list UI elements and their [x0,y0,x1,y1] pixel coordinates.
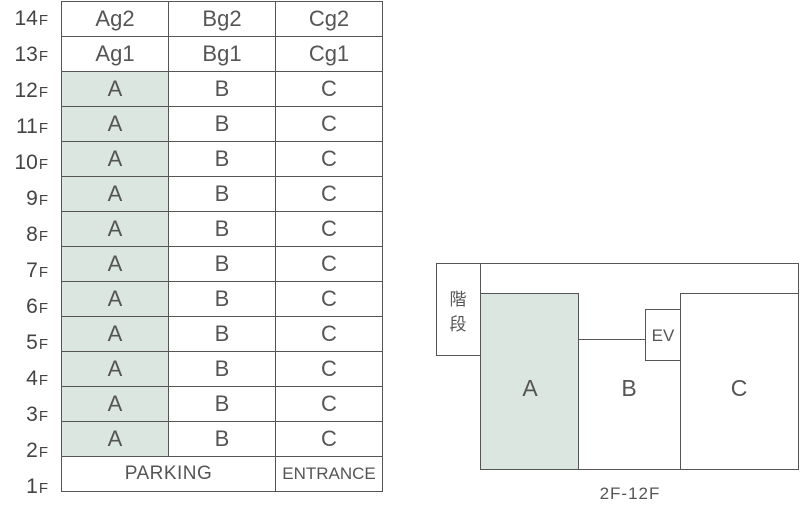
floor-number: 7 [26,259,38,282]
floor-number: 8 [26,223,38,246]
floor-label-7: 7F [0,253,48,291]
floor-suffix: F [38,120,48,137]
unit-cell-c: C [275,316,383,352]
parking-cell: PARKING [61,456,276,492]
unit-cell-c: C [275,421,383,457]
unit-cell-c: C [275,211,383,247]
floor-suffix: F [38,336,48,353]
floor-label-2: 2F [0,433,48,471]
plan-caption: 2F-12F [600,484,661,503]
plan-unit-b-label: B [621,375,636,401]
floor-number: 10 [14,151,38,174]
floor-number: 5 [26,331,38,354]
unit-cell-b: B [168,71,276,107]
floor-suffix: F [38,228,48,245]
floor-suffix: F [38,408,48,425]
floor-suffix: F [38,156,48,173]
unit-cell-a: A [61,246,169,282]
floor-label-1: 1F [0,469,48,507]
unit-cell-c: C [275,386,383,422]
plan-unit-c-label: C [731,375,748,401]
unit-cell-c: Cg2 [275,1,383,37]
unit-cell-c: C [275,246,383,282]
unit-cell-c: C [275,281,383,317]
unit-cell-c: C [275,141,383,177]
unit-cell-a: Ag2 [61,1,169,37]
plan-unit-a-label: A [522,375,538,401]
unit-cell-a: A [61,316,169,352]
unit-cell-b: B [168,351,276,387]
unit-cell-a: A [61,71,169,107]
unit-cell-a: A [61,141,169,177]
floor-label-13: 13F [0,37,48,75]
unit-cell-a: A [61,386,169,422]
unit-cell-c: C [275,351,383,387]
floor-number: 3 [26,403,38,426]
floor-number: 4 [26,367,38,390]
floor-label-4: 4F [0,361,48,399]
unit-cell-a: A [61,421,169,457]
unit-cell-b: B [168,386,276,422]
unit-cell-a: A [61,106,169,142]
floor-label-8: 8F [0,217,48,255]
stairs-label-2: 段 [450,315,467,334]
floor-number: 12 [14,79,38,102]
floor-suffix: F [38,480,48,497]
unit-cell-c: C [275,106,383,142]
unit-cell-b: Bg2 [168,1,276,37]
floor-number: 9 [26,187,38,210]
floor-number: 1 [26,475,38,498]
unit-cell-a: A [61,176,169,212]
floor-number: 13 [14,43,38,66]
unit-cell-b: B [168,246,276,282]
floor-label-14: 14F [0,1,48,39]
plan-unit-a [480,293,579,470]
floor-suffix: F [38,192,48,209]
ground-floor-row: PARKING ENTRANCE [61,456,383,492]
floor-number: 2 [26,439,38,462]
floor-label-11: 11F [0,109,48,147]
floor-number: 14 [14,7,38,30]
elevator-label: EV [652,326,675,345]
floor-number: 11 [16,115,38,138]
floor-label-10: 10F [0,145,48,183]
floor-label-5: 5F [0,325,48,363]
plan-unit-c [680,293,799,470]
floor-suffix: F [38,84,48,101]
unit-cell-c: C [275,71,383,107]
entrance-cell: ENTRANCE [275,456,383,492]
floor-label-9: 9F [0,181,48,219]
floor-suffix: F [38,264,48,281]
floor-suffix: F [38,48,48,65]
floor-number: 6 [26,295,38,318]
floor-suffix: F [38,444,48,461]
stairs-label-1: 階 [450,290,467,309]
floor-label-12: 12F [0,73,48,111]
floor-label-6: 6F [0,289,48,327]
unit-cell-a: A [61,351,169,387]
floor-suffix: F [38,12,48,29]
stairs-box [436,263,481,356]
unit-cell-b: B [168,106,276,142]
unit-cell-c: C [275,176,383,212]
floor-suffix: F [38,372,48,389]
unit-cell-b: Bg1 [168,36,276,72]
floor-label-3: 3F [0,397,48,435]
unit-cell-c: Cg1 [275,36,383,72]
floor-suffix: F [38,300,48,317]
